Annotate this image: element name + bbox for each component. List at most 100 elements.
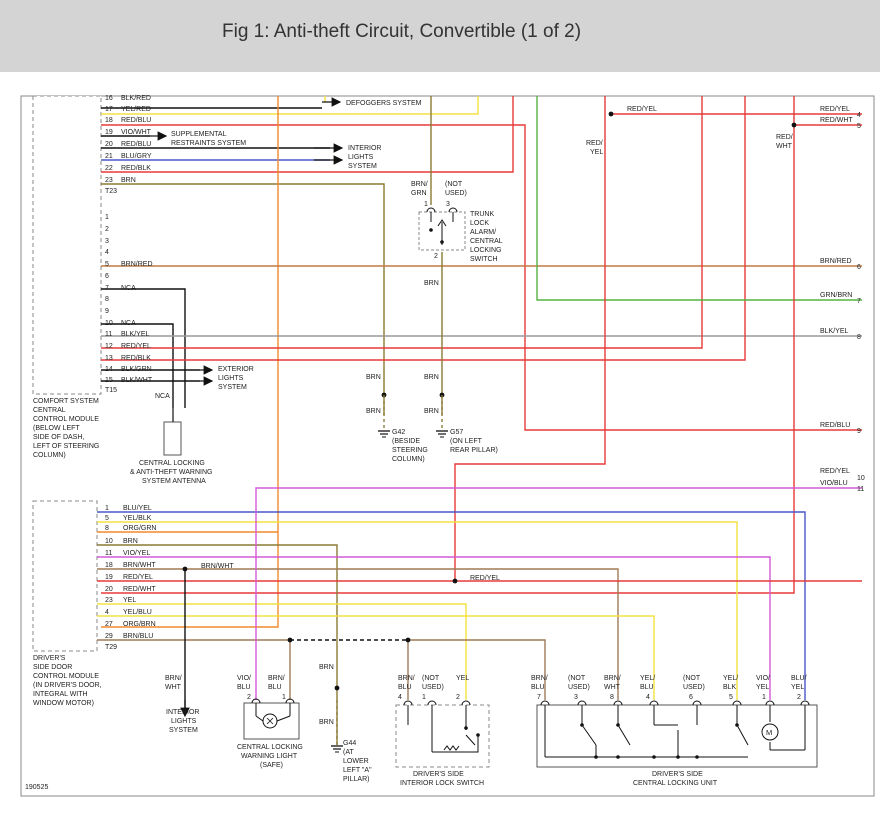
svg-text:SIDE OF DASH,: SIDE OF DASH, — [33, 434, 84, 441]
right-wire-number: 9 — [857, 428, 861, 435]
wl-pin1-wire-1: BRN/ — [268, 675, 285, 682]
right-wire-label: GRN/BRN — [820, 292, 852, 299]
svg-text:COLUMN): COLUMN) — [33, 452, 66, 459]
wire-label: BLK/WHT — [121, 377, 153, 384]
wire-red-yel-12 — [101, 96, 703, 349]
wire-red-blk-13 — [101, 96, 746, 361]
title-bar: Fig 1: Anti-theft Circuit, Convertible (… — [0, 0, 880, 72]
pin-number: 17 — [105, 106, 113, 113]
wire-brn-wht — [97, 568, 619, 700]
right-wire-label: BLK/YEL — [820, 328, 849, 335]
unit-wire-label: YEL — [756, 684, 769, 691]
wire-blu-yel — [97, 511, 806, 700]
wire-label: RED/WHT — [123, 586, 156, 593]
wl-pin2-wire-2: BLU — [237, 684, 251, 691]
right-wire-number: 7 — [857, 298, 861, 305]
pin-number: 16 — [105, 95, 113, 102]
svg-text:WINDOW MOTOR): WINDOW MOTOR) — [33, 700, 94, 707]
pin-number: 8 — [610, 694, 614, 701]
switch-wire-label: YEL — [456, 675, 469, 682]
connector-t29-label: T29 — [105, 644, 117, 651]
unit-wire-label: USED) — [683, 684, 705, 691]
wl-pin2: 2 — [247, 694, 251, 701]
g44-wire-lower: BRN — [319, 719, 334, 726]
ground-g57 — [436, 395, 448, 438]
wire-red-yel-top — [454, 96, 606, 580]
wl-pin2-wire-1: VIO/ — [237, 675, 251, 682]
pin-number: 18 — [105, 117, 113, 124]
antenna-name: CENTRAL LOCKING & ANTI-THEFT WARNING SYS… — [130, 460, 212, 485]
wire-label: BLK/RED — [121, 95, 151, 102]
svg-text:REAR PILLAR): REAR PILLAR) — [450, 447, 498, 454]
red-wht-vert-1: RED/ — [776, 134, 793, 141]
switch-wire-label: BRN/ — [398, 675, 415, 682]
wire-brn-10 — [97, 544, 338, 745]
trunk-pin3-wire-1: (NOT — [445, 181, 463, 188]
svg-text:SYSTEM ANTENNA: SYSTEM ANTENNA — [142, 478, 206, 485]
wire-label: BRN/RED — [121, 261, 153, 268]
svg-text:CENTRAL LOCKING: CENTRAL LOCKING — [237, 744, 303, 751]
pin-number: 5 — [105, 261, 109, 268]
interior-lights-label-2: LIGHTS — [348, 154, 374, 161]
interior-lights-bottom-1: INTERIOR — [166, 709, 199, 716]
pin-number: 2 — [105, 226, 109, 233]
g44-label: G44 (AT LOWER LEFT "A" PILLAR) — [343, 740, 372, 783]
switch-wire-label: (NOT — [422, 675, 440, 682]
antenna-nca-label: NCA — [155, 393, 170, 400]
pin-number: 15 — [105, 377, 113, 384]
interior-lights-bottom-2: LIGHTS — [171, 718, 197, 725]
pin-number: 18 — [105, 562, 113, 569]
wl-pin1-wire-2: BLU — [268, 684, 282, 691]
unit-wire-label: WHT — [604, 684, 621, 691]
g42-wire-lower: BRN — [366, 408, 381, 415]
pin-number: 9 — [105, 308, 109, 315]
pin-number: 5 — [729, 694, 733, 701]
right-wire-number: 5 — [857, 123, 861, 130]
unit-wire-label: BRN/ — [604, 675, 621, 682]
defoggers-label: DEFOGGERS SYSTEM — [346, 100, 422, 107]
wire-label: YEL/BLK — [123, 515, 152, 522]
wire-vio-yel — [97, 556, 771, 700]
g57-wire-lower: BRN — [424, 408, 439, 415]
red-wht-vert-2: WHT — [776, 143, 793, 150]
comfort-module-name: COMFORT SYSTEM CENTRAL CONTROL MODULE (B… — [33, 398, 99, 459]
wire-label: BRN — [121, 177, 136, 184]
pin-number: 6 — [689, 694, 693, 701]
wire-label: RED/BLU — [121, 117, 151, 124]
right-wire-number: 4 — [857, 112, 861, 119]
svg-text:DRIVER'S: DRIVER'S — [33, 655, 66, 662]
pin-number: 6 — [105, 273, 109, 280]
pin-number: 19 — [105, 574, 113, 581]
pin-number: 4 — [646, 694, 650, 701]
exterior-lights-label-3: SYSTEM — [218, 384, 247, 391]
svg-text:DRIVER'S SIDE: DRIVER'S SIDE — [413, 771, 464, 778]
wire-grn-brn — [536, 96, 862, 301]
pin-number: 20 — [105, 586, 113, 593]
wire-nca-7 — [101, 288, 186, 408]
wire-label: RED/BLK — [121, 355, 151, 362]
wire-nca-10 — [101, 323, 174, 408]
svg-text:CENTRAL LOCKING UNIT: CENTRAL LOCKING UNIT — [633, 780, 718, 787]
wire-vio-blu — [255, 487, 862, 700]
trunk-switch-name: TRUNK LOCK ALARM/ CENTRAL LOCKING SWITCH — [470, 211, 503, 263]
svg-text:ALARM/: ALARM/ — [470, 229, 496, 236]
right-wire-label: RED/YEL — [820, 106, 850, 113]
warning-light — [243, 702, 300, 740]
svg-text:(IN DRIVER'S DOOR,: (IN DRIVER'S DOOR, — [33, 682, 102, 689]
antenna-body — [163, 421, 182, 456]
wire-label: NCA — [121, 320, 136, 327]
trunk-pin1-wire-2: GRN — [411, 190, 427, 197]
brn-wht-vert-2: WHT — [165, 684, 182, 691]
wire-brn-23 — [101, 183, 385, 415]
door-module-box — [32, 500, 98, 652]
pin-number: 10 — [105, 538, 113, 545]
wire-red-blu-18 — [101, 124, 862, 431]
svg-text:G57: G57 — [450, 429, 463, 436]
pin-number: 14 — [105, 366, 113, 373]
unit-wire-label: USED) — [568, 684, 590, 691]
g44-wire-upper: BRN — [319, 664, 334, 671]
wire-label: RED/YEL — [123, 574, 153, 581]
trunk-pin3-wire-2: USED) — [445, 190, 467, 197]
wire-label: BLU/GRY — [121, 153, 152, 160]
pin-number: 2 — [456, 694, 460, 701]
